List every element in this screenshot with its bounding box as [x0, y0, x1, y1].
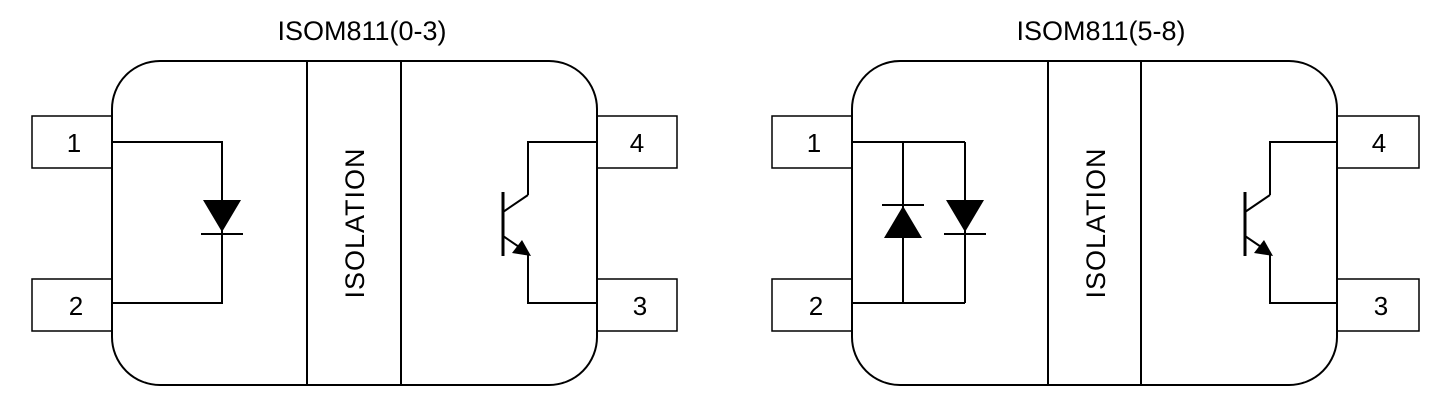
isolation-label: ISOLATION — [1081, 147, 1111, 298]
pin-3-label: 3 — [1374, 291, 1388, 321]
package-title: ISOM811(5-8) — [1016, 16, 1185, 46]
pin-4-box — [1336, 115, 1420, 169]
pin-3-box — [1336, 278, 1420, 332]
pin-1-label: 1 — [807, 128, 821, 158]
package-isom811-5-8: ISOM811(5-8) 1 2 4 3 ISOLATION — [771, 16, 1420, 386]
package-body — [111, 60, 598, 386]
pin-4-label: 4 — [630, 128, 644, 158]
pin-4-box — [596, 115, 678, 169]
isolation-label: ISOLATION — [340, 147, 370, 298]
package-isom811-0-3: ISOM811(0-3) 1 2 4 3 ISOLATION — [31, 16, 678, 386]
phototransistor-icon — [501, 141, 597, 304]
pin-4-label: 4 — [1372, 128, 1386, 158]
anti-parallel-diodes-icon — [852, 141, 986, 304]
pin-3-label: 3 — [633, 291, 647, 321]
led-diode-icon — [112, 141, 243, 304]
pin-3-box — [596, 278, 678, 332]
pin-2-box — [31, 278, 113, 332]
pin-1-label: 1 — [67, 128, 81, 158]
package-title: ISOM811(0-3) — [277, 16, 446, 46]
pin-2-label: 2 — [69, 291, 83, 321]
package-body — [851, 60, 1338, 386]
phototransistor-icon — [1243, 141, 1337, 304]
pin-1-box — [31, 115, 113, 169]
pin-2-box — [771, 278, 853, 332]
pin-2-label: 2 — [809, 291, 823, 321]
